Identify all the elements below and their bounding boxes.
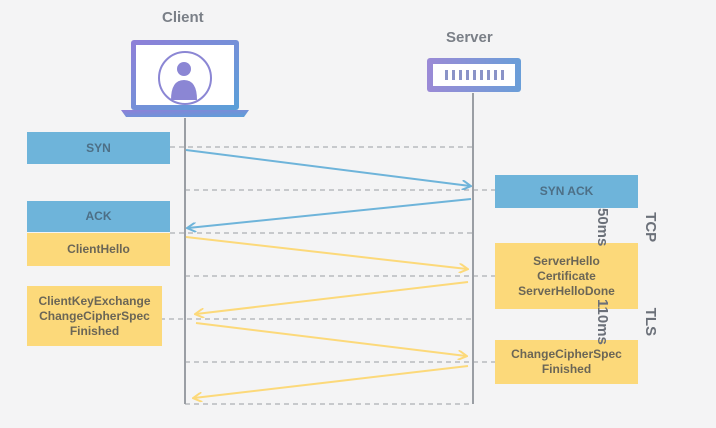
arrow-client-key <box>195 322 466 356</box>
arrow-syn-ack <box>188 198 472 228</box>
client-key-box: ClientKeyExchange ChangeCipherSpec Finis… <box>27 286 162 346</box>
laptop-user-icon <box>121 40 249 117</box>
arrow-change-cipher <box>194 365 469 398</box>
server-change-cipher-spec-line: ChangeCipherSpec <box>511 347 622 361</box>
tls-duration: 110ms <box>594 299 611 345</box>
certificate-line: Certificate <box>537 268 596 283</box>
server-finished-line: Finished <box>541 362 592 376</box>
server-header: Server <box>446 29 493 46</box>
server-hello-line: ServerHello <box>533 253 600 268</box>
client-key-exchange-line: ClientKeyExchange <box>38 293 151 308</box>
change-cipher-spec-line: ChangeCipherSpec <box>39 308 150 323</box>
server-rack-icon <box>427 58 521 92</box>
finished-line: Finished <box>69 323 120 338</box>
tcp-phase-label: TCP 50ms <box>562 208 690 246</box>
arrow-client-hello <box>185 236 467 269</box>
client-header: Client <box>162 9 204 26</box>
tcp-duration: 50ms <box>594 208 611 247</box>
dashed-separators <box>160 146 495 405</box>
arrow-syn <box>185 149 470 186</box>
arrow-server-hello <box>196 281 469 314</box>
client-hello-box: ClientHello <box>27 233 170 266</box>
tls-phase-label: TLS 110ms <box>562 299 690 345</box>
tls-label: TLS <box>642 307 659 337</box>
server-hello-done-line: ServerHelloDone <box>518 283 615 298</box>
syn-ack-box: SYN ACK <box>495 175 638 208</box>
server-change-cipher-box: ChangeCipherSpec Finished <box>495 340 638 384</box>
tcp-label: TCP <box>642 212 659 243</box>
syn-box: SYN <box>27 132 170 164</box>
ack-box: ACK <box>27 201 170 232</box>
server-hello-box: ServerHello Certificate ServerHelloDone <box>495 243 638 309</box>
